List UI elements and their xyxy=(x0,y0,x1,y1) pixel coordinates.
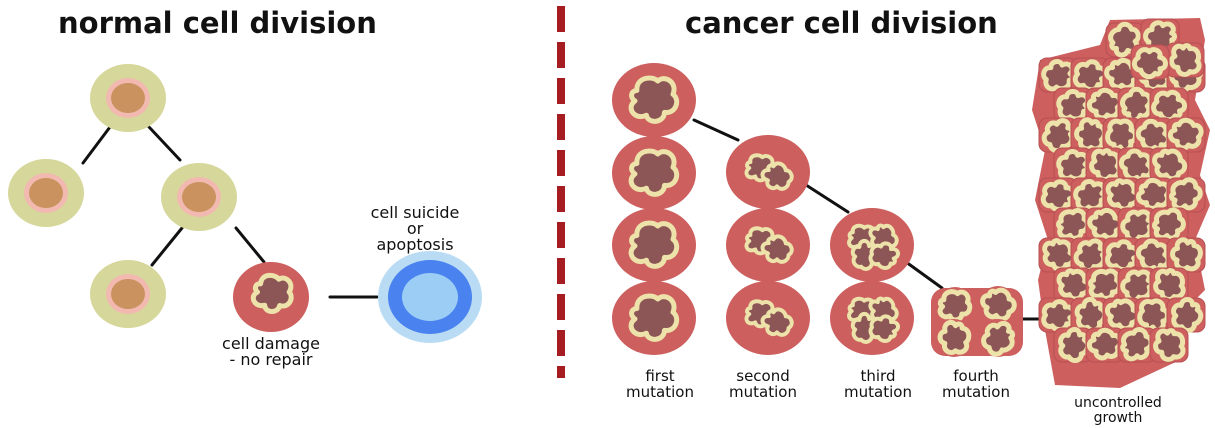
healthy-cell xyxy=(90,260,166,328)
fourth-mutation-cluster xyxy=(931,284,1023,358)
connector-line xyxy=(152,228,182,265)
mutated-cell xyxy=(830,208,914,282)
connector-line xyxy=(149,127,180,160)
mutated-cell xyxy=(612,281,696,355)
mutated-cell xyxy=(726,281,810,355)
uncontrolled-growth-label: uncontrolled growth xyxy=(1052,396,1184,426)
connector-line xyxy=(806,185,848,212)
healthy-cell xyxy=(8,159,84,227)
fourth-mutation-label: fourth mutation xyxy=(918,368,1034,400)
connector-line xyxy=(694,120,738,140)
mutated-cell xyxy=(612,208,696,282)
cell-damage-label: cell damage - no repair xyxy=(196,336,346,368)
mutated-cell xyxy=(612,63,696,137)
connector-line xyxy=(236,228,264,262)
connector-line xyxy=(83,127,110,163)
uncontrolled-growth-mass xyxy=(1032,18,1210,388)
apoptotic-cell xyxy=(378,251,482,343)
mutated-cell xyxy=(612,136,696,210)
healthy-cell xyxy=(161,163,237,231)
damaged-cell xyxy=(233,262,309,332)
connector-lines xyxy=(83,120,1064,319)
mutated-cell xyxy=(726,135,810,209)
healthy-cell xyxy=(90,64,166,132)
apoptosis-label: cell suicide or apoptosis xyxy=(340,205,490,253)
mutated-cell xyxy=(830,281,914,355)
first-mutation-label: first mutation xyxy=(602,368,718,400)
mutated-cell xyxy=(726,208,810,282)
cancer-cells xyxy=(612,63,1023,358)
connector-line xyxy=(906,262,942,288)
second-mutation-label: second mutation xyxy=(705,368,821,400)
